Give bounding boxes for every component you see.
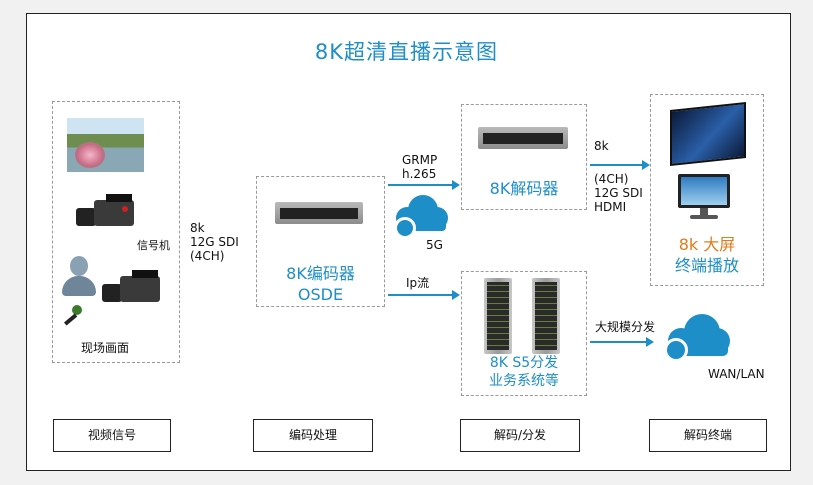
s5-group [461,271,587,396]
camera-icon [102,270,164,306]
link-grmp-label: GRMP h.265 [402,153,437,181]
site-footage-label: 现场画面 [81,341,130,355]
stage-encoding: 编码处理 [253,419,373,452]
display-label: 8k 大屏 终端播放 [650,234,764,276]
encoder-group [256,176,385,307]
server-rack-icon [484,278,512,354]
encoder-label-line: 8K编码器 [286,264,355,283]
encoder-label: 8K编码器 OSDE [256,263,385,305]
microphone-icon [58,305,84,327]
signal-generator-label: 信号机 [137,239,170,252]
arrow-to-s5 [388,290,460,300]
link-text: 8k [190,221,205,235]
link-text: (4CH) [190,249,225,263]
cloud-wan-icon [664,314,734,364]
link-text: GRMP [402,153,438,167]
person-icon [62,256,96,296]
cloud-5g-label: 5G [426,238,443,252]
decoder-label: 8K解码器 [489,179,559,198]
link-text: HDMI [594,200,627,214]
device-panel [280,207,358,219]
s5-label-line: 业务系统等 [489,373,559,389]
cloud-5g-icon [392,195,452,239]
link-ip-label: Ip流 [406,276,430,290]
arrow-to-display [590,160,650,170]
link-text: h.265 [402,167,437,181]
monitor-icon [678,174,730,220]
stage-decode-distribute: 解码/分发 [460,419,580,452]
link-text: (4CH) [594,172,629,186]
camera-icon [76,194,138,230]
link-distribution-label: 大规模分发 [595,320,656,334]
link-output-detail: (4CH) 12G SDI HDMI [594,172,643,214]
link-output-label: 8k [594,139,609,153]
stage-video-signal: 视频信号 [53,419,171,452]
s5-label: 8K S5分发 业务系统等 [461,354,587,390]
wan-label: WAN/LAN [708,367,765,381]
link-text: 12G SDI [190,235,239,249]
s5-label-line: 8K S5分发 [489,355,559,371]
display-label-line: 终端播放 [674,256,739,275]
stage-decode-terminal: 解码终端 [649,419,767,452]
diagram-title: 8K超清直播示意图 [314,40,499,64]
large-screen-icon [670,102,746,166]
encoder-label-line: OSDE [297,285,344,304]
decoder-group [461,104,587,210]
scene-photo [67,118,144,172]
server-rack-icon [532,278,560,354]
link-text: 12G SDI [594,186,643,200]
encoder-device [275,202,363,224]
display-label-line: 8k 大屏 [678,235,736,254]
link-text: 8k [594,139,609,153]
device-panel [483,132,563,144]
arrow-to-wan [590,337,654,347]
rack-panel [487,282,509,350]
link-8k-sdi-label: 8k 12G SDI (4CH) [190,221,239,263]
arrow-to-decoder [388,180,460,190]
decoder-device [478,127,568,149]
rack-panel [535,282,557,350]
